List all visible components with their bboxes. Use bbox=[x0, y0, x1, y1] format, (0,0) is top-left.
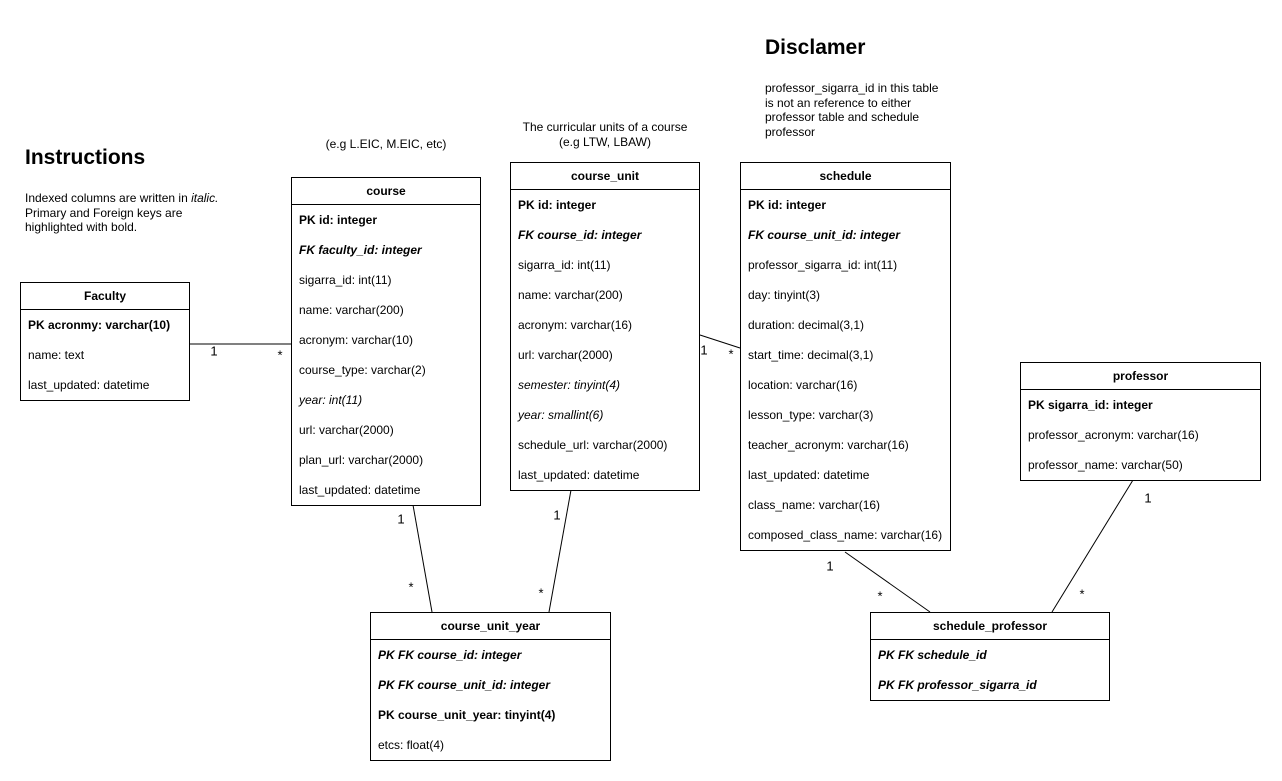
column-row: last_updated: datetime bbox=[518, 468, 640, 482]
column-row: acronym: varchar(16) bbox=[518, 318, 633, 332]
table-faculty: Faculty PK acronmy: varchar(10) name: tex… bbox=[20, 282, 190, 401]
table-course-title: course bbox=[292, 178, 480, 205]
mult-course-unit-one: 1 bbox=[700, 342, 708, 358]
mult-faculty-one: 1 bbox=[210, 343, 218, 359]
line-schedule-schedule-professor bbox=[844, 551, 931, 613]
course-note: (e.g L.EIC, M.EIC, etc) bbox=[325, 137, 447, 151]
table-course-columns: PK id: integer FK faculty_id: integer siga… bbox=[292, 205, 480, 505]
column-row: professor_sigarra_id: int(11) bbox=[748, 258, 898, 272]
column-row: teacher_acronym: varchar(16) bbox=[748, 438, 909, 452]
table-faculty-columns: PK acronmy: varchar(10) name: text last_up… bbox=[21, 310, 189, 400]
table-course-unit-title: course_unit bbox=[511, 163, 699, 190]
instructions-rest: Primary and Foreign keys are highlighted… bbox=[25, 205, 183, 235]
line-course-course-unit-year bbox=[412, 504, 433, 613]
column-row: PK acronmy: varchar(10) bbox=[28, 318, 171, 332]
table-professor: professor PK sigarra_id: integer professo… bbox=[1020, 362, 1261, 481]
table-course: course PK id: integer FK faculty_id: inte… bbox=[291, 177, 481, 506]
column-row: url: varchar(2000) bbox=[299, 423, 394, 437]
mult-schedule-many: * bbox=[728, 346, 734, 362]
table-course-unit-columns: PK id: integer FK course_id: integer sigar… bbox=[511, 190, 699, 490]
column-row: PK id: integer bbox=[299, 213, 378, 227]
column-row: FK course_id: integer bbox=[518, 228, 642, 242]
column-row: FK faculty_id: integer bbox=[299, 243, 422, 257]
instructions-title: Instructions bbox=[25, 146, 146, 169]
column-row: duration: decimal(3,1) bbox=[748, 318, 865, 332]
column-row: PK id: integer bbox=[518, 198, 597, 212]
table-professor-title: professor bbox=[1021, 363, 1260, 390]
table-course-unit-year-columns: PK FK course_id: integer PK FK course_uni… bbox=[371, 640, 610, 760]
column-row: PK FK course_unit_id: integer bbox=[378, 678, 551, 692]
table-course-unit-year: course_unit_year PK FK course_id: intege… bbox=[370, 612, 611, 761]
table-professor-columns: PK sigarra_id: integer professor_acronym:… bbox=[1021, 390, 1260, 480]
column-row: semester: tinyint(4) bbox=[518, 378, 621, 392]
table-schedule-title: schedule bbox=[741, 163, 950, 190]
column-row: FK course_unit_id: integer bbox=[748, 228, 901, 242]
table-schedule-columns: PK id: integer FK course_unit_id: integer… bbox=[741, 190, 950, 550]
disclaimer-title: Disclamer bbox=[765, 36, 866, 59]
column-row: professor_name: varchar(50) bbox=[1028, 458, 1183, 472]
mult-course-unit-year-many-left: * bbox=[408, 579, 414, 595]
column-row: lesson_type: varchar(3) bbox=[748, 408, 874, 422]
column-row: day: tinyint(3) bbox=[748, 288, 821, 302]
column-row: etcs: float(4) bbox=[378, 738, 445, 752]
disclaimer-body: professor_sigarra_id in this table is no… bbox=[765, 81, 939, 139]
column-row: PK course_unit_year: tinyint(4) bbox=[378, 708, 556, 722]
instructions-body: Indexed columns are written in italic. Pr… bbox=[25, 191, 275, 235]
column-row: year: smallint(6) bbox=[518, 408, 604, 422]
mult-schedule-professor-many-left: * bbox=[877, 588, 883, 604]
column-row: composed_class_name: varchar(16) bbox=[748, 528, 943, 542]
instructions-line1-italic: italic. bbox=[191, 191, 219, 205]
column-row: last_updated: datetime bbox=[748, 468, 870, 482]
instructions-line1-prefix: Indexed columns are written in bbox=[25, 191, 192, 205]
mult-course-unit-year-many-right: * bbox=[538, 585, 544, 601]
column-row: last_updated: datetime bbox=[299, 483, 421, 497]
column-row: professor_acronym: varchar(16) bbox=[1028, 428, 1199, 442]
column-row: schedule_url: varchar(2000) bbox=[518, 438, 668, 452]
mult-course-unit-one-bottom: 1 bbox=[553, 507, 561, 523]
line-professor-schedule-professor bbox=[1051, 479, 1134, 613]
column-row: class_name: varchar(16) bbox=[748, 498, 881, 512]
column-row: location: varchar(16) bbox=[748, 378, 858, 392]
column-row: PK FK schedule_id bbox=[878, 648, 987, 662]
column-row: acronym: varchar(10) bbox=[299, 333, 414, 347]
column-row: PK FK professor_sigarra_id bbox=[878, 678, 1037, 692]
table-schedule-professor-columns: PK FK schedule_id PK FK professor_sigarra… bbox=[871, 640, 1109, 700]
table-course-unit-year-title: course_unit_year bbox=[371, 613, 610, 640]
column-row: last_updated: datetime bbox=[28, 378, 150, 392]
course-unit-note: The curricular units of a course (e.g LT… bbox=[522, 120, 688, 149]
mult-course-many: * bbox=[277, 347, 283, 363]
column-row: PK FK course_id: integer bbox=[378, 648, 522, 662]
column-row: start_time: decimal(3,1) bbox=[748, 348, 874, 362]
table-schedule: schedule PK id: integer FK course_unit_id… bbox=[740, 162, 951, 551]
table-faculty-title: Faculty bbox=[21, 283, 189, 310]
column-row: sigarra_id: int(11) bbox=[518, 258, 611, 272]
column-row: PK sigarra_id: integer bbox=[1028, 398, 1153, 412]
mult-schedule-one: 1 bbox=[826, 558, 834, 574]
table-course-unit: course_unit PK id: integer FK course_id: … bbox=[510, 162, 700, 491]
mult-schedule-professor-many-right: * bbox=[1079, 586, 1085, 602]
column-row: url: varchar(2000) bbox=[518, 348, 613, 362]
column-row: year: int(11) bbox=[299, 393, 363, 407]
column-row: name: varchar(200) bbox=[299, 303, 404, 317]
table-schedule-professor-title: schedule_professor bbox=[871, 613, 1109, 640]
column-row: course_type: varchar(2) bbox=[299, 363, 426, 377]
column-row: name: text bbox=[28, 348, 85, 362]
mult-professor-one: 1 bbox=[1144, 490, 1152, 506]
column-row: name: varchar(200) bbox=[518, 288, 623, 302]
column-row: PK id: integer bbox=[748, 198, 827, 212]
column-row: sigarra_id: int(11) bbox=[299, 273, 392, 287]
mult-course-one: 1 bbox=[397, 511, 405, 527]
column-row: plan_url: varchar(2000) bbox=[299, 453, 424, 467]
